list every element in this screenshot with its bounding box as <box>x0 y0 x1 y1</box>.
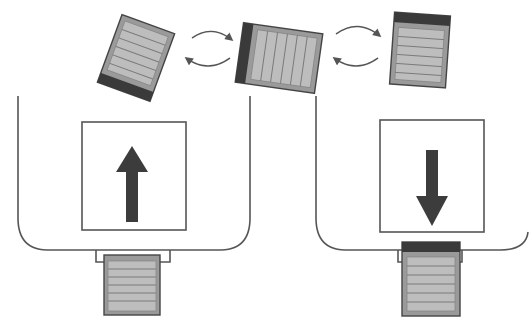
card-rotation-step-3 <box>388 11 452 89</box>
card-slot-icon <box>401 241 461 317</box>
rotation-cycle-icon <box>184 30 234 67</box>
right-instruction-box <box>379 119 485 233</box>
right-device-body <box>315 96 529 251</box>
card-slot-icon <box>103 254 161 316</box>
arrow-down-icon <box>416 150 448 226</box>
left-instruction-box <box>81 121 187 231</box>
left-device-body <box>17 96 251 251</box>
card-rotation-step-1 <box>96 13 176 103</box>
arrow-up-icon <box>116 146 148 222</box>
rotation-cycle-icon <box>332 25 382 67</box>
card-rotation-step-2 <box>234 21 324 95</box>
